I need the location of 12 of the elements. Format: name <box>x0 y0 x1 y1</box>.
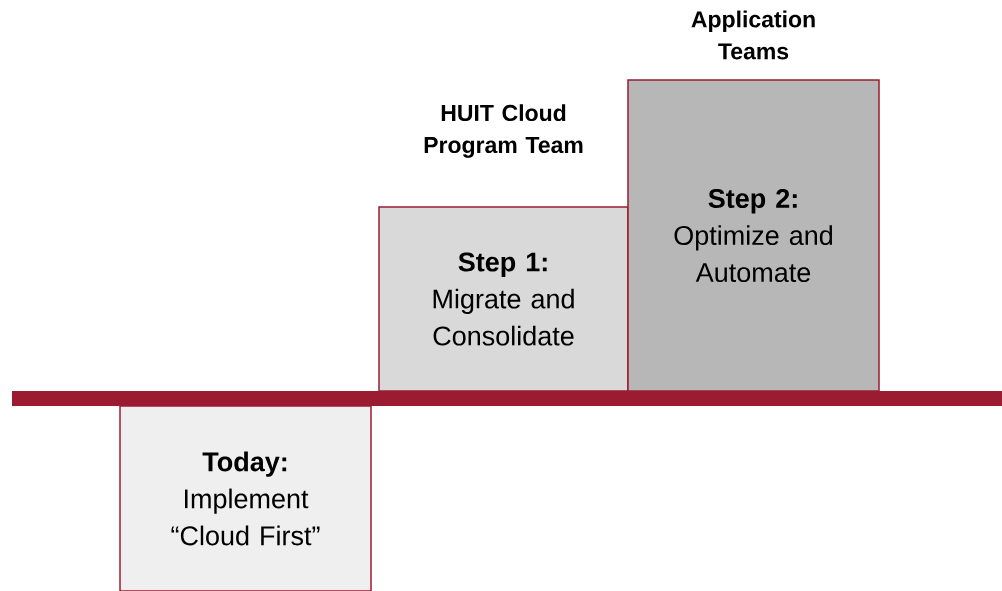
step-text: Optimize and Automate <box>674 225 833 283</box>
step-box <box>627 79 880 392</box>
team-label: Application Teams <box>691 10 815 60</box>
step-box <box>119 405 372 591</box>
step-box <box>378 206 629 392</box>
team-label: HUIT Cloud Program Team <box>424 104 583 158</box>
step-heading: Today: <box>202 451 287 477</box>
step-heading: Step 1: <box>458 252 547 277</box>
step-text: Implement “Cloud First” <box>171 488 320 546</box>
step-text: Migrate and Consolidate <box>433 288 574 346</box>
baseline-bar <box>12 391 1002 406</box>
step-heading: Step 2: <box>708 188 797 214</box>
